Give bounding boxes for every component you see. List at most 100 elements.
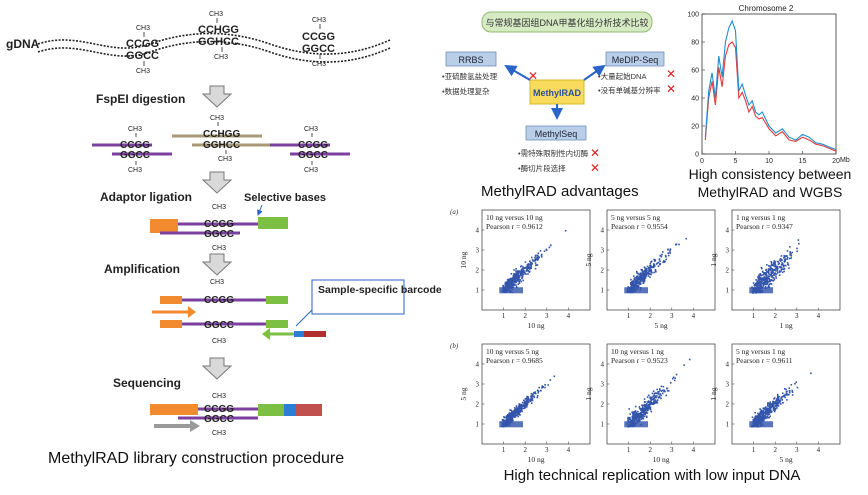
scatter-point	[530, 395, 533, 398]
scatter-point	[769, 401, 771, 403]
scatter-point	[646, 265, 649, 268]
sequencing-construct: CH3 CCGG GGCC CH3	[150, 393, 322, 437]
scatter-point	[508, 283, 511, 285]
x-tick-label: 1	[627, 312, 631, 320]
y-tick-label: 4	[476, 361, 480, 369]
scatter-point	[648, 268, 651, 271]
x-tick-label: 3	[670, 446, 674, 454]
scatter-point	[762, 273, 765, 276]
scatter-point	[761, 280, 763, 282]
scatter-point	[776, 270, 779, 272]
scatter-point	[633, 278, 635, 281]
scatter-points	[624, 358, 691, 428]
scatter-point	[527, 400, 530, 402]
scatter-point	[761, 420, 763, 422]
scatter-point	[754, 284, 756, 286]
scatter-point	[788, 387, 791, 389]
scatter-point	[766, 276, 769, 279]
scatter-point	[781, 263, 784, 266]
scatter-point	[653, 392, 656, 395]
scatter-point	[502, 290, 504, 293]
scatter-point	[527, 266, 530, 268]
scatter-point	[643, 398, 646, 400]
scatter-point	[634, 415, 636, 417]
scatter-point	[763, 277, 766, 279]
scatter-point	[786, 250, 789, 252]
scatter-point	[767, 269, 770, 271]
scatter-point	[644, 267, 647, 270]
ch3-label: CH3	[209, 11, 223, 18]
scatter-point	[637, 281, 640, 284]
scatter-point	[647, 394, 650, 397]
ggcc-text: GGCC	[302, 43, 335, 55]
scatter-point	[771, 270, 774, 272]
scatter-point	[632, 415, 635, 417]
scatter-point	[654, 395, 657, 397]
scatter-point	[634, 412, 637, 415]
scatter-point	[642, 272, 644, 274]
scatter-point	[646, 273, 648, 275]
scatter-point	[656, 401, 659, 404]
ccgg-text: CCGG	[204, 404, 234, 415]
ccgg-text: CCGG	[298, 140, 328, 151]
scatter-point	[506, 416, 508, 419]
scatter-point	[780, 270, 782, 272]
scatter-point	[520, 272, 522, 275]
scatter-point	[778, 271, 781, 274]
scatter-point	[632, 285, 635, 288]
scatter-point	[755, 282, 757, 285]
scatter-point	[654, 399, 656, 401]
scatter-point	[521, 271, 524, 274]
scatter-point	[519, 406, 522, 409]
scatter-point	[650, 270, 652, 273]
scatter-point	[632, 412, 634, 415]
scatter-point	[770, 260, 773, 263]
scatter-point	[511, 278, 514, 281]
scatter-point	[671, 377, 674, 380]
scatter-point	[789, 246, 791, 248]
scatter-point	[765, 410, 768, 412]
scatter-point	[761, 274, 763, 277]
scatter-point	[649, 406, 652, 408]
scatter-point	[518, 277, 520, 279]
x-tick-label: 4	[567, 312, 571, 320]
scatter-point	[769, 280, 772, 283]
scatter-point	[770, 264, 772, 267]
scatter-pearson: Pearson r = 0.9685	[486, 356, 543, 365]
down-arrow-icon	[201, 253, 233, 276]
y-tick-label: 80	[691, 40, 699, 47]
gdna-label: gDNA	[6, 37, 40, 51]
scatter-point	[534, 262, 537, 264]
scatter-point	[654, 270, 657, 272]
scatter-point	[644, 406, 647, 409]
scatter-point	[777, 402, 779, 405]
scatter-point	[770, 403, 773, 406]
scatter-point	[649, 265, 652, 267]
scatter-point	[763, 272, 765, 274]
scatter-point	[640, 413, 643, 416]
scatter-point	[512, 286, 515, 288]
scatter-point	[759, 414, 762, 416]
scatter-point	[642, 406, 644, 408]
scatter-point	[643, 415, 646, 418]
scatter-point	[653, 265, 656, 267]
scatter-point	[549, 379, 552, 381]
scatter-pearson: Pearson r = 0.9347	[736, 222, 793, 231]
scatter-point	[762, 283, 765, 286]
scatter-point	[791, 389, 793, 392]
scatter-point	[534, 267, 537, 270]
scatter-point	[512, 277, 514, 280]
scatter-point	[515, 285, 518, 288]
scatter-point	[778, 270, 781, 273]
scatter-point	[649, 402, 652, 405]
scatter-point	[774, 261, 776, 263]
scatter-point	[634, 417, 636, 420]
scatter-point	[646, 409, 648, 411]
scatter-point	[527, 267, 530, 269]
scatter-point	[653, 394, 656, 397]
ccgg-text: CCGG	[126, 38, 159, 50]
scatter-point	[642, 273, 645, 276]
cross-icon: ✕	[528, 69, 538, 83]
scatter-point	[771, 268, 774, 271]
